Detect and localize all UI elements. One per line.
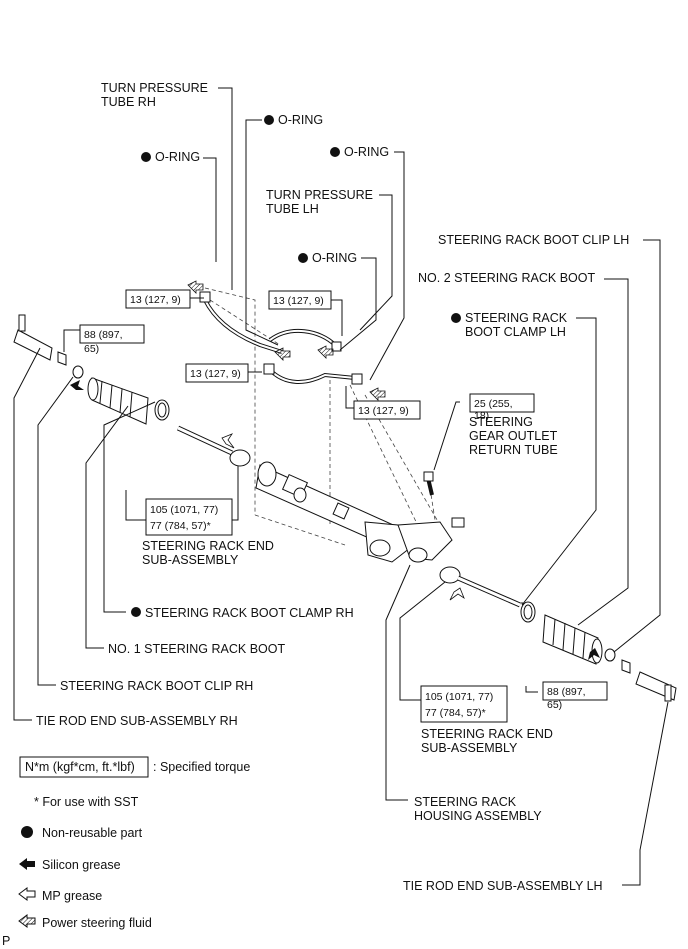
part-arrows xyxy=(70,280,600,660)
steering-rack-end-rh xyxy=(176,425,251,467)
turn-pressure-tube-lh xyxy=(263,328,363,385)
svg-text:65): 65) xyxy=(84,343,99,355)
svg-text:25 (255,: 25 (255, xyxy=(474,398,513,410)
steering-rack-end-lh xyxy=(439,566,521,608)
torque-box-1: 13 (127, 9) xyxy=(125,289,191,309)
steering-rack-boot-clip-lh xyxy=(604,648,616,662)
legend-sst: * For use with SST xyxy=(34,795,139,809)
corner-mark: P xyxy=(2,934,10,948)
callout-tie-rod-rh: TIE ROD END SUB-ASSEMBLY RH xyxy=(36,714,238,728)
callout-no2-boot: NO. 2 STEERING RACK BOOT xyxy=(418,271,595,285)
callout-oring-2: O-RING xyxy=(155,150,200,164)
svg-text:13 (127, 9): 13 (127, 9) xyxy=(273,295,324,307)
callout-rack-end-rh: STEERING RACK END SUB-ASSEMBLY xyxy=(142,539,277,567)
svg-text:13 (127, 9): 13 (127, 9) xyxy=(358,405,409,417)
callout-boot-clamp-rh: STEERING RACK BOOT CLAMP RH xyxy=(145,606,354,620)
torque-box-4: 13 (127, 9) xyxy=(353,400,421,420)
outline-arrow-icon xyxy=(18,887,36,901)
filled-circle-icon xyxy=(21,826,33,838)
torque-box-5: 25 (255, 18) xyxy=(469,393,535,422)
non-reusable-icon xyxy=(264,115,274,125)
svg-text:105 (1071, 77): 105 (1071, 77) xyxy=(150,504,218,516)
legend: N*m (kgf*cm, ft.*lbf) : Specified torque… xyxy=(18,756,250,930)
legend-non-reusable: Non-reusable part xyxy=(42,826,143,840)
torque-box-9: 88 (897, 65) xyxy=(542,681,608,711)
steering-rack-housing xyxy=(255,461,465,563)
callout-no1-boot: NO. 1 STEERING RACK BOOT xyxy=(108,642,285,656)
callout-boot-clip-rh: STEERING RACK BOOT CLIP RH xyxy=(60,679,253,693)
steering-gear-outlet-return-tube xyxy=(423,471,434,496)
tie-rod-end-lh xyxy=(621,659,677,702)
svg-text:77 (784, 57)*: 77 (784, 57)* xyxy=(150,520,211,532)
non-reusable-icon xyxy=(451,313,461,323)
callout-oring-4: O-RING xyxy=(312,251,357,265)
steering-rack-boot-clamp-rh xyxy=(154,399,170,421)
steering-rack-boot-clip-rh xyxy=(72,365,84,379)
callout-oring-3: O-RING xyxy=(344,145,389,159)
legend-silicon: Silicon grease xyxy=(42,858,121,872)
legend-fluid: Power steering fluid xyxy=(42,916,152,930)
legend-torque-box: N*m (kgf*cm, ft.*lbf) xyxy=(25,760,135,774)
non-reusable-icon xyxy=(141,152,151,162)
svg-text:13 (127, 9): 13 (127, 9) xyxy=(130,294,181,306)
callout-rack-end-lh: STEERING RACK END SUB-ASSEMBLY xyxy=(421,727,556,755)
callout-boot-clip-lh: STEERING RACK BOOT CLIP LH xyxy=(438,233,629,247)
svg-text:18): 18) xyxy=(474,410,489,422)
torque-box-8: 105 (1071, 77) 77 (784, 57)* xyxy=(420,685,508,723)
callout-tie-rod-lh: TIE ROD END SUB-ASSEMBLY LH xyxy=(403,879,603,893)
torque-box-7: 105 (1071, 77) 77 (784, 57)* xyxy=(145,498,233,536)
legend-torque-desc: : Specified torque xyxy=(153,760,250,774)
solid-arrow-icon xyxy=(19,858,35,870)
torque-box-3: 13 (127, 9) xyxy=(185,363,249,383)
non-reusable-icon xyxy=(131,607,141,617)
callout-rack-housing: STEERING RACK HOUSING ASSEMBLY xyxy=(414,795,542,823)
torque-box-2: 13 (127, 9) xyxy=(268,290,332,310)
callout-gear-outlet-return-tube: STEERING GEAR OUTLET RETURN TUBE xyxy=(469,415,560,457)
leader-lines xyxy=(13,87,669,886)
hatched-arrow-icon xyxy=(18,914,36,928)
svg-text:88 (897,: 88 (897, xyxy=(547,686,586,698)
callout-oring-1: O-RING xyxy=(278,113,323,127)
svg-text:105 (1071, 77): 105 (1071, 77) xyxy=(425,691,493,703)
legend-mp: MP grease xyxy=(42,889,102,903)
turn-pressure-tube-rh xyxy=(199,291,283,354)
non-reusable-icon xyxy=(298,253,308,263)
non-reusable-icon xyxy=(330,147,340,157)
svg-text:88 (897,: 88 (897, xyxy=(84,329,123,341)
svg-text:65): 65) xyxy=(547,699,562,711)
callout-turn-pressure-tube-rh: TURN PRESSURE TUBE RH xyxy=(101,81,211,109)
no2-steering-rack-boot xyxy=(542,614,603,665)
callout-turn-pressure-tube-lh: TURN PRESSURE TUBE LH xyxy=(266,188,376,216)
no1-steering-rack-boot xyxy=(87,377,149,425)
callout-boot-clamp-lh: STEERING RACK BOOT CLAMP LH xyxy=(465,311,571,339)
torque-box-6: 88 (897, 65) xyxy=(79,324,145,355)
steering-rack-boot-clamp-lh xyxy=(520,601,536,623)
svg-text:13 (127, 9): 13 (127, 9) xyxy=(190,368,241,380)
tie-rod-end-rh xyxy=(13,314,67,366)
svg-text:77 (784, 57)*: 77 (784, 57)* xyxy=(425,707,486,719)
